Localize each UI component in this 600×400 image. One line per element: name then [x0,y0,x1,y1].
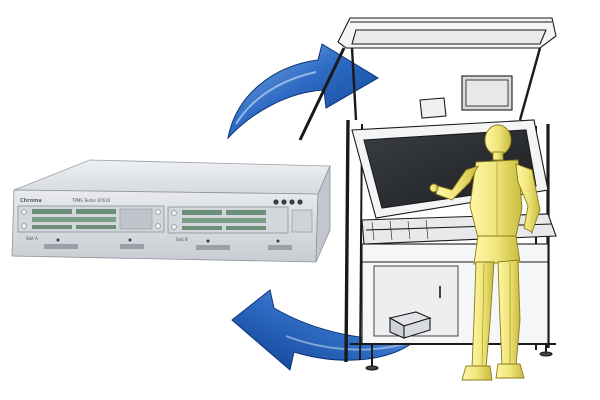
control-buttons [273,199,313,233]
connector-strips [44,238,292,250]
model-label: TPMS Tester 87610 [71,198,111,203]
curved-arrow-right-icon [227,43,379,140]
slot-a-module: Slot A [17,205,165,241]
slot-b-module: Slot B [167,206,289,242]
test-instrument-device: Chroma TPMS Tester 87610 Slot A [11,159,331,263]
human-figure-icon [429,124,541,381]
brand-label: Chroma [20,198,42,204]
slot-a-label: Slot A [26,236,38,241]
slot-b-label: Slot B [176,237,188,242]
